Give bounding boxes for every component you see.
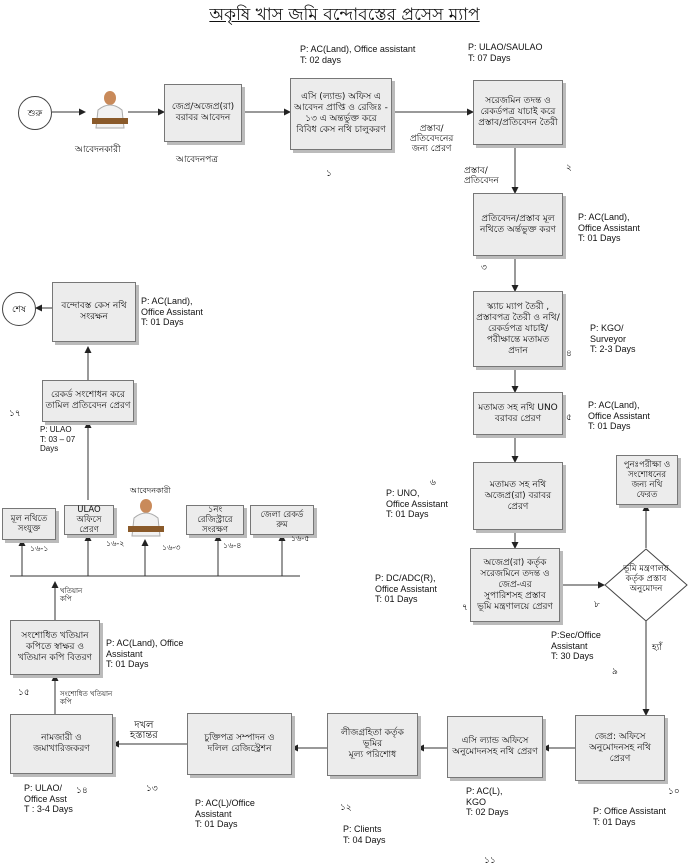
box-include: প্রতিবেদন/প্রস্তাব মূল নথিতে অর্ন্তভুক্ত… (473, 193, 563, 256)
label-khatian-copy: খতিয়ান কপি (60, 587, 83, 603)
step-7: ৭ (462, 603, 468, 613)
step-16-2: ১৬-২ (106, 539, 125, 548)
box-ulao: ULAO অফিসে প্রেরণ (64, 505, 114, 535)
label-proposal-report: প্রস্তাব/ প্রতিবেদন (464, 166, 499, 186)
box-ac-approval: এসি ল্যান্ড অফিসে অনুমোদনসহ নথি প্রেরণ (447, 716, 543, 778)
step-4: ৪ (566, 349, 572, 359)
info-step13: P: AC(L)/Office Assistant T: 01 Days (195, 798, 255, 829)
info-step17: P: ULAO T: 03 – 07 Days (40, 425, 76, 453)
step-15: ১৫ (18, 688, 30, 698)
label-application: আবেদনপত্র (176, 155, 218, 165)
info-step10: P: Office Assistant T: 01 Days (593, 806, 666, 827)
info-step11: P: AC(L), KGO T: 02 Days (466, 786, 509, 817)
box-main-file: মূল নথিতে সংযুক্ত (2, 508, 56, 540)
box-district: জেলা রেকর্ড রুম (250, 505, 314, 535)
label-proposal-send: প্রস্তাব/ প্রতিবেদনের জন্য প্রেরণ (410, 124, 454, 154)
diamond-label: ভূমি মন্ত্রণালয় কর্তৃক প্রস্তাব অনুমোদন (623, 564, 669, 594)
info-step12: P: Clients T: 04 Days (343, 824, 386, 845)
info-step5: P: AC(Land), Office Assistant T: 01 Days (588, 400, 650, 431)
applicant-icon (92, 91, 128, 129)
info-ulao: P: ULAO/SAULAO T: 07 Days (468, 42, 543, 63)
box-ac-office: এসি (ল্যান্ড) অফিস এ আবেদন প্রাপ্তি ও রে… (290, 78, 392, 150)
info-step9: P:Sec/Office Assistant T: 30 Days (551, 630, 601, 661)
info-step15: P: AC(Land), Office Assistant T: 01 Days (106, 638, 184, 669)
label-corrected-khatian: সংশোধিত খতিয়ান কপি (60, 690, 113, 706)
applicant-caption-2: আবেদনকারী (130, 486, 171, 495)
box-uno: মতামত সহ নথি UNO বরাবর প্রেরণ (473, 392, 563, 435)
step-8: ৮ (594, 600, 600, 610)
box-ministry: অজেপ্র(রা) কর্তৃক সরেজমিনে তদন্ত ও জেপ্র… (470, 548, 560, 622)
step-1: ১ (326, 169, 332, 179)
box-deed: চুক্তিপত্র সম্পাদন ও দলিল রেজিস্ট্রেশন (187, 713, 292, 775)
applicant-icon-2 (128, 499, 164, 537)
step-16-4: ১৬-৪ (223, 541, 242, 550)
step-13: ১৩ (146, 784, 158, 794)
box-khatian: সংশোধিত খতিয়ান কপিতে স্বাক্ষর ও খতিয়ান… (10, 620, 100, 675)
step-17: ১৭ (9, 409, 21, 419)
approval-diamond (604, 548, 688, 622)
box-preserve: বন্দোবস্ত কেস নথি সংরক্ষন (52, 282, 136, 342)
step-16-1: ১৬-১ (30, 544, 49, 553)
box-inspection: সরেজমিন তদন্ত ও রেকর্ডপত্র যাচাই করে প্র… (473, 80, 563, 145)
label-yes: হ্যাঁ (652, 643, 662, 653)
info-step6: P: UNO, Office Assistant T: 01 Days (386, 488, 448, 519)
start-node: শুরু (18, 96, 52, 130)
end-node: শেষ (2, 292, 36, 326)
step-2: ২ (566, 163, 572, 173)
box-apply: জেপ্র/অজেপ্র(রা) বরাবর আবেদন (164, 84, 242, 142)
box-payment: লীজগ্রহিতা কর্তৃক ভূমির মূল্য পরিশোধ (327, 713, 418, 776)
info-final: P: AC(Land), Office Assistant T: 01 Days (141, 296, 203, 327)
box-to-adc: মতামত সহ নথি অজেপ্র(রা) বরাবর প্রেরণ (473, 462, 563, 530)
box-return: পুনঃপরীক্ষা ও সংশোধনের জন্য নথি ফেরত (616, 455, 678, 505)
info-step14: P: ULAO/ Office Asst T : 3-4 Days (24, 783, 73, 814)
info-ac: P: AC(Land), Office assistant T: 02 days (300, 44, 416, 65)
step-12: ১২ (340, 803, 352, 813)
step-10: ১০ (668, 787, 680, 797)
step-16-5: ১৬-৫ (291, 534, 310, 543)
label-possession: দখল হস্তান্তর (130, 720, 158, 741)
box-record: রেকর্ড সংশোধন করে তামিল প্রতিবেদন প্রেরণ (42, 380, 134, 422)
info-step7: P: DC/ADC(R), Office Assistant T: 01 Day… (375, 573, 437, 604)
step-9: ৯ (612, 667, 618, 677)
box-reg1: ১নং রেজিস্ট্রারে সংরক্ষণ (186, 505, 244, 535)
box-sketch: স্ক্যাচ ম্যাপ তৈরী , প্রস্তাবপত্র তৈরী ও… (473, 291, 563, 367)
info-step4: P: KGO/ Surveyor T: 2-3 Days (590, 323, 636, 354)
step-14: ১৪ (76, 786, 88, 796)
step-5: ৫ (566, 413, 572, 423)
box-mutation: নামজারী ও জমাখারিজকরণ (10, 714, 113, 774)
step-16-3: ১৬-৩ (162, 543, 181, 552)
applicant-caption: আবেদনকারী (75, 145, 121, 155)
step-11: ১১ (484, 856, 496, 866)
page-title: অকৃষি খাস জমি বন্দোবস্তের প্রসেস ম্যাপ (209, 5, 480, 25)
info-step3: P: AC(Land), Office Assistant T: 01 Days (578, 212, 640, 243)
box-dc-office: জেপ্র: অফিসে অনুমোদনসহ নথি প্রেরণ (575, 715, 665, 781)
step-3: ৩ (481, 263, 487, 273)
step-6: ৬ (430, 478, 436, 488)
